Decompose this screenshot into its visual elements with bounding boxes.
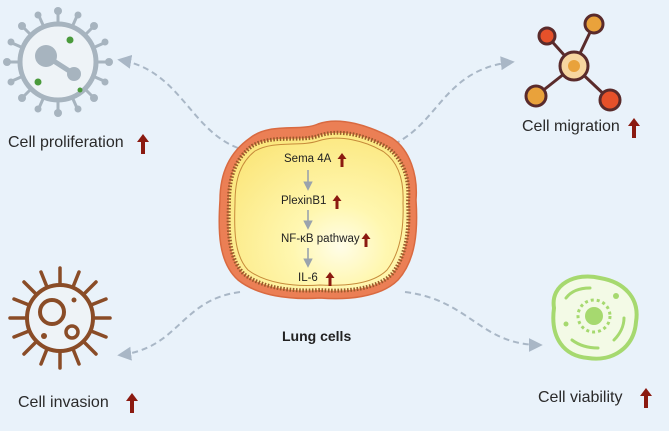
network-nodes-icon [524,13,622,112]
label-cell-viability: Cell viability [538,389,623,406]
center-label-lung-cells: Lung cells [282,328,352,344]
up-arrow-icon [126,393,138,413]
pathway-step-plexinb1: PlexinB1 [281,195,327,207]
label-cell-migration: Cell migration [522,118,620,135]
lung-cell [218,120,418,300]
up-arrow-icon [628,118,640,138]
green-cell-icon [551,274,639,361]
connector-to-migration [384,56,515,149]
pathway-step-nfkb: NF-κB pathway [281,233,360,245]
label-cell-proliferation: Cell proliferation [8,134,124,151]
pathway-step-il6: IL-6 [298,272,318,284]
connector-to-invasion [117,291,241,361]
dashed-connectors [117,54,543,361]
pathway-step-sema4a: Sema 4A [284,153,332,165]
lung-cell-membrane-inner [234,137,404,286]
spiky-cell-icon [8,266,112,370]
up-arrow-icon [361,233,371,247]
up-arrow-icon [325,272,335,286]
label-cell-invasion: Cell invasion [18,394,109,411]
up-arrow-icon [332,195,342,209]
virus-cell-icon [3,7,113,117]
connector-to-proliferation [117,54,239,149]
up-arrow-icon [337,153,347,167]
up-arrow-icon [640,388,652,408]
up-arrow-icon [137,134,149,154]
lung-cell-membrane [226,130,411,293]
up-arrows [126,118,652,413]
connector-to-viability [404,291,543,352]
